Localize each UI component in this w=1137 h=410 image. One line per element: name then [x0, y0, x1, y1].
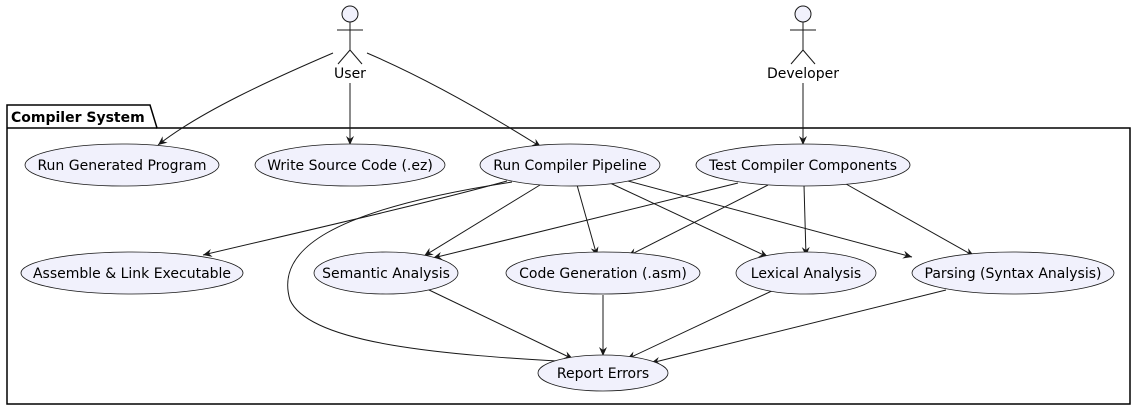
package-compiler-system: Compiler System	[6, 104, 1131, 405]
use-case-label: Report Errors	[557, 366, 649, 382]
edge-user-run-generated	[157, 52, 334, 146]
actor-user[interactable]: User	[334, 5, 366, 82]
relations	[157, 52, 975, 366]
use-case-test-compiler-components[interactable]: Test Compiler Components	[695, 143, 911, 187]
edge-test-lexical	[801, 184, 810, 257]
use-case-label: Semantic Analysis	[322, 266, 450, 282]
edge-parsing-report	[650, 289, 947, 365]
actor-label: Developer	[767, 66, 839, 82]
use-case-parsing[interactable]: Parsing (Syntax Analysis)	[911, 251, 1115, 295]
use-case-run-generated-program[interactable]: Run Generated Program	[24, 143, 220, 187]
edge-test-semantic	[432, 182, 739, 260]
edge-pipeline-lexical	[609, 182, 769, 258]
use-case-label: Test Compiler Components	[708, 158, 897, 174]
edge-pipeline-assemble	[202, 180, 508, 257]
actor-developer[interactable]: Developer	[767, 5, 839, 82]
stick-figure-icon	[337, 5, 363, 65]
use-case-label: Write Source Code (.ez)	[267, 158, 433, 174]
use-case-label: Code Generation (.asm)	[519, 266, 687, 282]
use-case-assemble-link[interactable]: Assemble & Link Executable	[20, 251, 244, 295]
use-case-label: Lexical Analysis	[751, 266, 861, 282]
package-title: Compiler System	[11, 110, 145, 126]
use-case-code-generation[interactable]: Code Generation (.asm)	[505, 251, 701, 295]
edge-pipeline-semantic	[423, 184, 541, 257]
use-case-label: Assemble & Link Executable	[33, 266, 231, 282]
use-case-lexical-analysis[interactable]: Lexical Analysis	[735, 251, 877, 295]
use-case-report-errors[interactable]: Report Errors	[537, 354, 669, 392]
use-case-semantic-analysis[interactable]: Semantic Analysis	[313, 251, 459, 295]
edge-user-run-pipeline	[366, 52, 542, 148]
edge-test-parsing	[845, 183, 975, 257]
edge-lexical-report	[626, 288, 777, 360]
use-case-label: Run Generated Program	[37, 158, 206, 174]
use-case-label: Run Compiler Pipeline	[493, 158, 647, 174]
actor-label: User	[334, 66, 366, 82]
edge-test-codegen	[627, 184, 769, 257]
use-case-run-compiler-pipeline[interactable]: Run Compiler Pipeline	[479, 143, 661, 187]
use-case-write-source-code[interactable]: Write Source Code (.ez)	[254, 143, 446, 187]
stick-figure-icon	[790, 5, 816, 65]
edge-pipeline-report	[287, 181, 574, 366]
use-case-label: Parsing (Syntax Analysis)	[925, 266, 1102, 282]
edge-pipeline-parsing	[627, 180, 913, 259]
edge-semantic-report	[426, 288, 574, 360]
